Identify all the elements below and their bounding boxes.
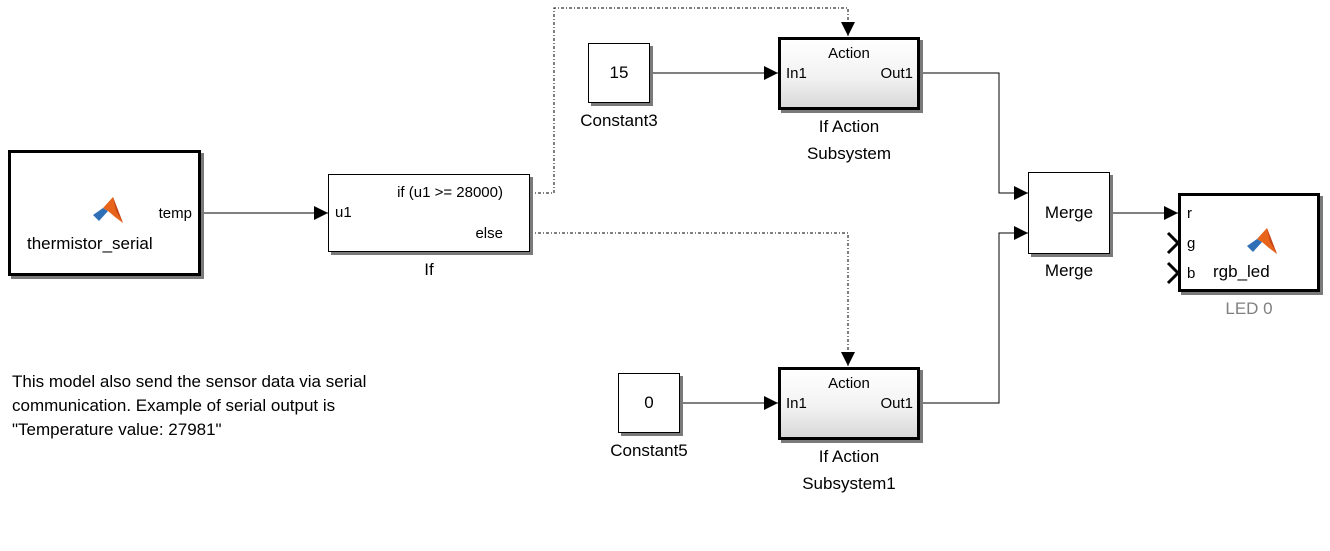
matlab-icon [1247, 228, 1277, 254]
unconnected-port-g [1166, 231, 1181, 255]
if-action-subsystem-caption-line2: Subsystem [806, 144, 892, 163]
if-block-caption: If [424, 260, 434, 279]
unconnected-port-b [1166, 261, 1181, 285]
if-action-subsystem1-caption-line2: Subsystem1 [802, 474, 896, 493]
if-action-subsystem1-block[interactable]: Action In1 Out1 [778, 367, 920, 440]
if-action-subsystem1-caption-line1: If Action [818, 447, 880, 466]
rgb-led-block[interactable]: r g b rgb_led [1178, 193, 1320, 292]
thermistor-block-label: thermistor_serial [27, 234, 153, 253]
port-u1-label: u1 [335, 204, 352, 221]
led-caption: LED 0 [1225, 299, 1273, 318]
if-condition-label: if (u1 >= 28000) [397, 184, 503, 201]
constant3-block[interactable]: 15 [588, 43, 650, 103]
constant5-value: 0 [644, 393, 654, 412]
merge-caption: Merge [1044, 261, 1094, 280]
merge-block-label: Merge [1044, 203, 1094, 222]
annotation-line1: This model also send the sensor data via… [12, 372, 367, 391]
matlab-icon [93, 197, 123, 223]
action-port-label: Action [828, 375, 870, 392]
port-out1-label: Out1 [880, 395, 913, 412]
port-temp-label: temp [158, 205, 192, 222]
merge-block[interactable]: Merge [1028, 172, 1110, 254]
thermistor-serial-block[interactable]: temp thermistor_serial [8, 150, 201, 276]
port-else-label: else [475, 225, 503, 242]
constant3-caption: Constant3 [580, 111, 658, 130]
rgb-led-block-label: rgb_led [1213, 262, 1270, 281]
port-g-label: g [1187, 235, 1196, 252]
port-r-label: r [1187, 205, 1192, 222]
annotation-line2: communication. Example of serial output … [12, 396, 336, 415]
if-action-subsystem-block[interactable]: Action In1 Out1 [778, 37, 920, 110]
constant5-caption: Constant5 [610, 441, 688, 460]
port-in1-label: In1 [786, 395, 807, 412]
wire-top-to-merge [920, 72, 1028, 200]
if-block[interactable]: if (u1 >= 28000) u1 else [328, 174, 530, 252]
port-out1-label: Out1 [880, 65, 913, 82]
action-port-label: Action [828, 45, 870, 62]
if-action-subsystem-caption-line1: If Action [818, 117, 880, 136]
annotation-line3: "Temperature value: 27981" [12, 420, 222, 439]
wire-bottom-to-merge [920, 226, 1028, 404]
wire-else-action-bottom [530, 232, 855, 366]
annotation-text: This model also send the sensor data via… [12, 370, 366, 442]
constant3-value: 15 [609, 63, 629, 82]
constant5-block[interactable]: 0 [618, 373, 680, 433]
port-b-label: b [1187, 265, 1196, 282]
port-in1-label: In1 [786, 65, 807, 82]
wire-if-action-top [530, 7, 855, 194]
